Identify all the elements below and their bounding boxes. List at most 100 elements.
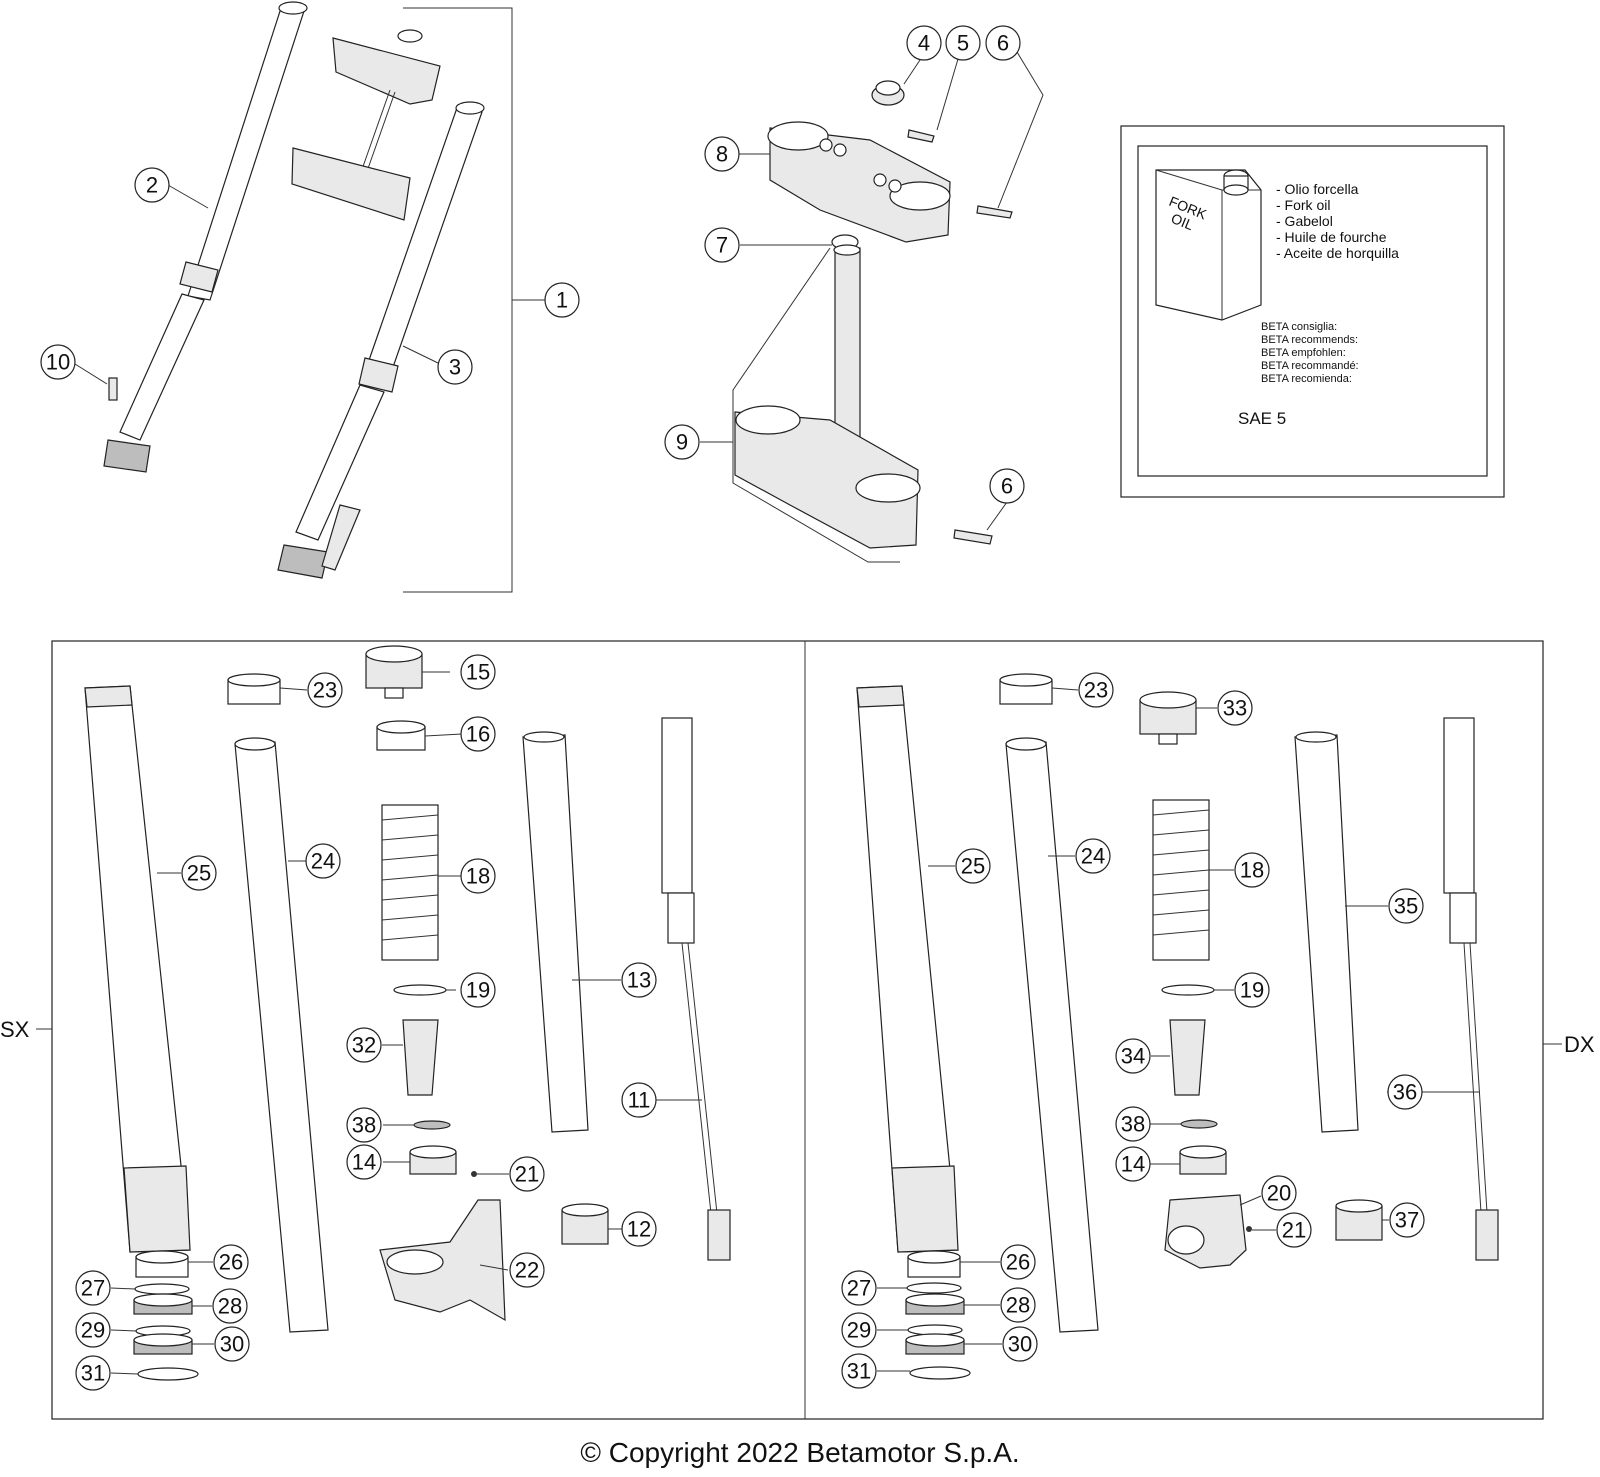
svg-text:27: 27 [847,1276,871,1301]
svg-text:30: 30 [1008,1332,1032,1357]
sx-callout-26: 26 [213,1244,249,1280]
svg-text:24: 24 [311,849,335,874]
callout-6-upper: 6 [985,25,1021,61]
callouts-top: 1 2 3 4 5 6 6 7 8 9 10 [40,25,1025,504]
svg-text:23: 23 [1084,678,1108,703]
svg-text:8: 8 [716,142,728,167]
fork-assembly-drawing [103,1,545,593]
svg-text:35: 35 [1394,894,1418,919]
svg-text:25: 25 [187,861,211,886]
svg-text:37: 37 [1395,1208,1419,1233]
svg-text:23: 23 [313,678,337,703]
dx-callout-19: 19 [1234,972,1270,1008]
callout-5: 5 [945,25,981,61]
callouts-sx: 15 16 18 19 32 38 14 21 22 23 24 25 26 2… [75,654,657,1391]
dx-callout-38: 38 [1115,1106,1151,1142]
dx-callout-37: 37 [1389,1202,1425,1238]
svg-text:6: 6 [1001,474,1013,499]
sx-callout-32: 32 [346,1027,382,1063]
callout-3: 3 [437,349,473,385]
recommend-fr: BETA recommandé: [1261,360,1359,372]
sx-callout-16: 16 [460,716,496,752]
svg-text:27: 27 [81,1276,105,1301]
sx-side-label: SX [0,1017,30,1042]
oil-name-it: - Olio forcella [1276,181,1359,197]
sx-callout-21: 21 [509,1156,545,1192]
triple-clamp-drawing [732,80,1013,563]
svg-text:38: 38 [1121,1112,1145,1137]
callout-6-lower: 6 [989,468,1025,504]
recommend-en: BETA recommends: [1261,334,1358,346]
dx-callout-31: 31 [841,1353,877,1389]
svg-text:14: 14 [1121,1152,1145,1177]
dx-side-label: DX [1564,1032,1595,1057]
sx-callout-12: 12 [621,1211,657,1247]
svg-text:4: 4 [918,31,930,56]
svg-text:10: 10 [46,350,70,375]
dx-callout-27: 27 [841,1270,877,1306]
can-label-line2: OIL [1169,210,1196,233]
svg-text:7: 7 [716,233,728,258]
oil-name-es: - Aceite de horquilla [1276,245,1399,261]
svg-text:38: 38 [352,1113,376,1138]
svg-text:16: 16 [466,722,490,747]
svg-text:33: 33 [1223,696,1247,721]
sx-callout-27: 27 [75,1270,111,1306]
svg-text:34: 34 [1121,1044,1145,1069]
svg-text:36: 36 [1393,1080,1417,1105]
svg-text:1: 1 [556,288,568,313]
dx-callout-35: 35 [1388,888,1424,924]
svg-text:28: 28 [218,1294,242,1319]
dx-callout-34: 34 [1115,1038,1151,1074]
sx-callout-38: 38 [346,1107,382,1143]
svg-text:25: 25 [961,854,985,879]
oil-name-en: - Fork oil [1276,197,1330,213]
svg-text:9: 9 [676,430,688,455]
dx-callout-33: 33 [1217,690,1253,726]
sx-callout-22: 22 [509,1252,545,1288]
dx-callout-28: 28 [1000,1287,1036,1323]
svg-text:26: 26 [1006,1250,1030,1275]
recommend-es: BETA recomienda: [1261,373,1352,385]
callout-4: 4 [906,25,942,61]
sx-panel-parts [84,645,731,1381]
svg-text:29: 29 [81,1318,105,1343]
dx-callout-23: 23 [1078,672,1114,708]
svg-text:14: 14 [352,1150,376,1175]
sx-callout-30: 30 [214,1326,250,1362]
svg-text:6: 6 [997,31,1009,56]
svg-text:19: 19 [1240,978,1264,1003]
dx-callout-29: 29 [841,1312,877,1348]
sx-callout-31: 31 [75,1355,111,1391]
svg-text:18: 18 [1240,858,1264,883]
dx-callout-26: 26 [1000,1244,1036,1280]
fork-oil-box: FORK OIL - Olio forcella - Fork oil - Ga… [1120,125,1505,498]
svg-text:18: 18 [466,864,490,889]
oil-grade: SAE 5 [1238,409,1286,428]
svg-text:28: 28 [1006,1293,1030,1318]
svg-text:21: 21 [1282,1218,1306,1243]
svg-text:21: 21 [515,1162,539,1187]
svg-text:20: 20 [1267,1181,1291,1206]
sx-callout-13: 13 [621,962,657,998]
svg-text:31: 31 [847,1359,871,1384]
dx-callout-18: 18 [1234,852,1270,888]
sx-callout-24: 24 [305,843,341,879]
bottom-leader-lines [110,671,1480,1375]
dx-callout-21: 21 [1276,1212,1312,1248]
sx-callout-29: 29 [75,1312,111,1348]
svg-text:13: 13 [627,968,651,993]
callout-1: 1 [544,282,580,318]
callout-2: 2 [134,167,170,203]
sx-callout-14: 14 [346,1144,382,1180]
dx-callout-36: 36 [1387,1074,1423,1110]
recommend-it: BETA consiglia: [1261,321,1337,333]
dx-callout-30: 30 [1002,1326,1038,1362]
bottom-panels-frame: SX DX [0,640,1595,1420]
callout-8: 8 [704,136,740,172]
sx-callout-18: 18 [460,858,496,894]
svg-text:29: 29 [847,1318,871,1343]
svg-text:5: 5 [957,31,969,56]
dx-callout-14: 14 [1115,1146,1151,1182]
